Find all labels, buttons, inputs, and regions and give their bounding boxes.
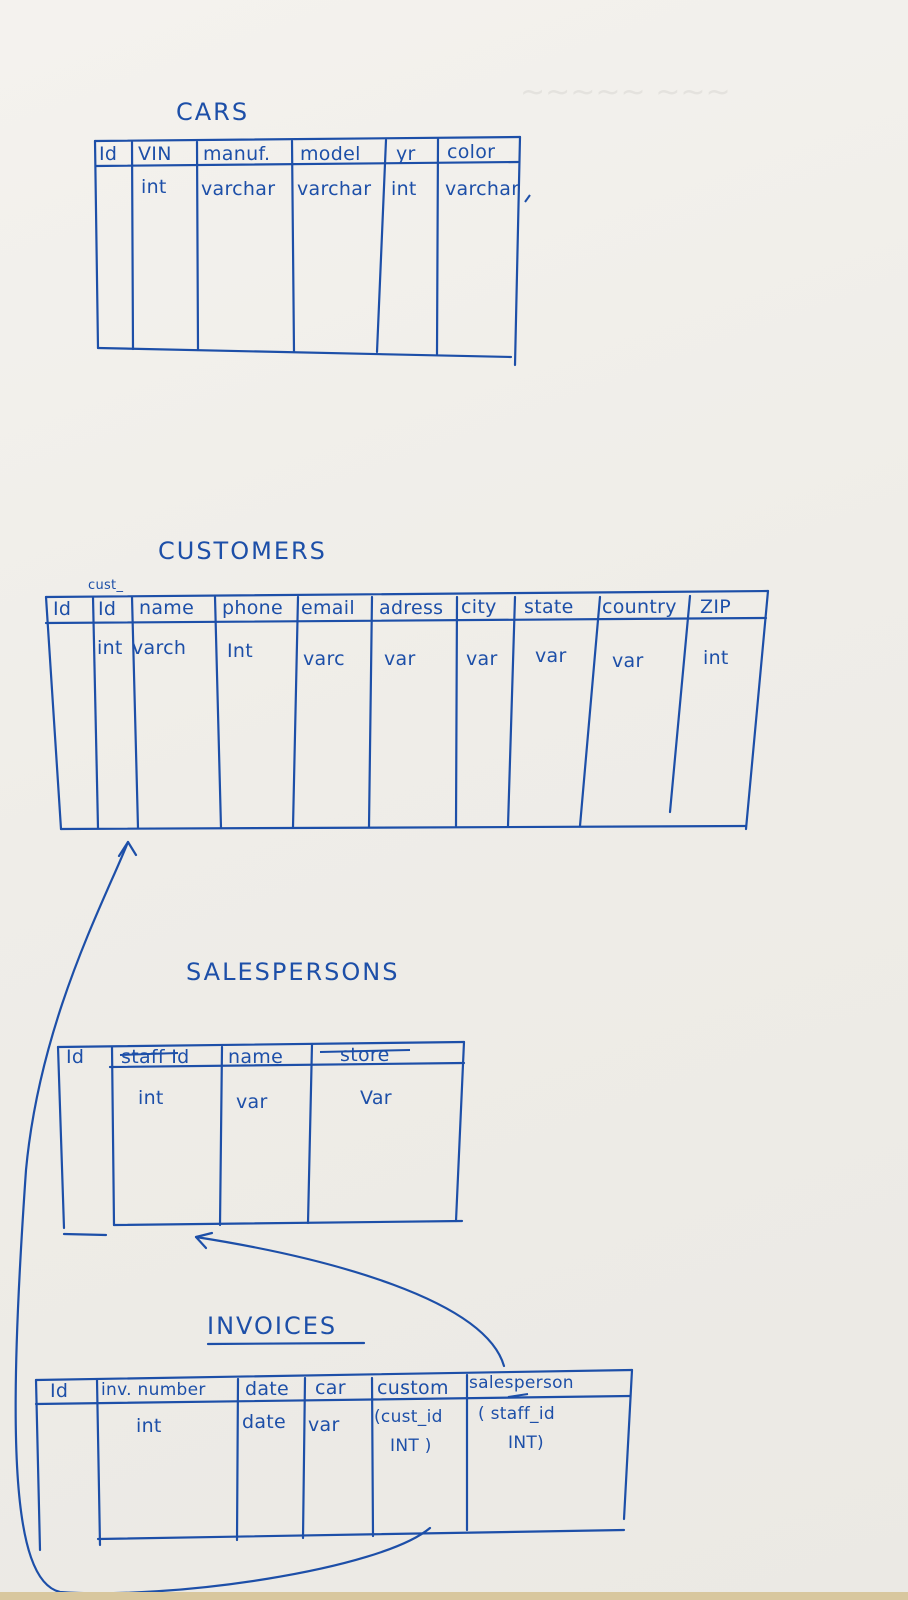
salespersons-type-name: var — [236, 1091, 268, 1113]
salespersons-type-store: Var — [360, 1087, 392, 1109]
customers-col-city: city — [461, 596, 497, 618]
customers-col-zip: ZIP — [700, 596, 731, 618]
cars-col-color: color — [447, 141, 496, 163]
invoices-col-salesperson: salesperson — [469, 1373, 574, 1393]
invoices-type-custom-line2: INT ) — [390, 1436, 432, 1456]
customers-col-name: name — [139, 597, 195, 619]
customers-col-country: country — [602, 596, 677, 618]
salespersons-col-id: Id — [66, 1046, 85, 1068]
invoices-type-salesperson-line1: ( staff_id — [478, 1404, 555, 1424]
salespersons-col-staff-id: staff Id — [121, 1046, 190, 1068]
customers-col-email: email — [301, 597, 355, 619]
cars-col-vin: VIN — [138, 143, 172, 165]
customers-table-lines — [44, 589, 770, 831]
invoices-col-date: date — [245, 1378, 290, 1400]
cars-type-manuf: varchar — [201, 178, 276, 200]
customers-cust-prefix: cust_ — [88, 578, 124, 593]
customers-col-state: state — [524, 596, 574, 618]
customers-title: CUSTOMERS — [158, 537, 327, 565]
customers-col-cust-id: Id — [98, 598, 117, 620]
svg-text:~~~~~ ~~~: ~~~~~ ~~~ — [520, 75, 731, 110]
invoices-col-car: car — [315, 1377, 346, 1399]
invoices-type-car: var — [308, 1414, 340, 1436]
cars-col-manuf: manuf. — [203, 143, 271, 165]
customers-type-zip: int — [703, 647, 729, 669]
cars-type-model: varchar — [297, 178, 372, 200]
customers-type-country: var — [612, 650, 644, 672]
salespersons-title: SALESPERSONS — [186, 958, 400, 986]
customers-col-id: Id — [53, 598, 72, 620]
customers-type-state: var — [535, 645, 567, 667]
salespersons-type-staff-id: int — [138, 1087, 164, 1109]
cars-col-id: Id — [99, 143, 118, 165]
invoices-type-salesperson-line2: INT) — [508, 1433, 544, 1453]
invoices-type-custom-line1: (cust_id — [374, 1407, 443, 1427]
invoices-table-lines — [34, 1368, 634, 1552]
customer-relation-arrow — [14, 840, 432, 1595]
customers-col-phone: phone — [222, 597, 283, 619]
invoices-col-custom: custom — [377, 1377, 449, 1399]
customers-type-adress: var — [384, 648, 416, 670]
salesperson-relation-arrow — [194, 1235, 506, 1368]
customers-type-phone: Int — [227, 640, 253, 662]
salespersons-col-store: store — [340, 1044, 390, 1066]
cars-col-yr: yr — [396, 143, 416, 165]
cars-col-model: model — [300, 143, 361, 165]
cars-type-vin: int — [141, 176, 167, 198]
salespersons-table-lines — [56, 1040, 466, 1237]
cars-type-color: varchar — [445, 178, 520, 200]
cars-type-yr: int — [391, 178, 417, 200]
invoices-col-id: Id — [50, 1380, 69, 1402]
customers-type-name: varch — [132, 637, 187, 659]
cars-table-lines — [93, 135, 522, 367]
customers-type-email: varc — [303, 648, 345, 670]
invoices-type-date: date — [242, 1411, 287, 1433]
invoices-type-inv-number: int — [136, 1415, 162, 1437]
customers-type-cust-id: int — [97, 637, 123, 659]
salespersons-col-name: name — [228, 1046, 284, 1068]
customers-col-adress: adress — [379, 597, 444, 619]
cars-title: CARS — [176, 98, 250, 126]
invoices-col-inv-number: inv. number — [101, 1380, 206, 1400]
invoices-title-underline — [206, 1341, 366, 1346]
invoices-title: INVOICES — [207, 1312, 338, 1340]
customers-type-city: var — [466, 648, 498, 670]
paper-edge — [0, 1592, 908, 1600]
